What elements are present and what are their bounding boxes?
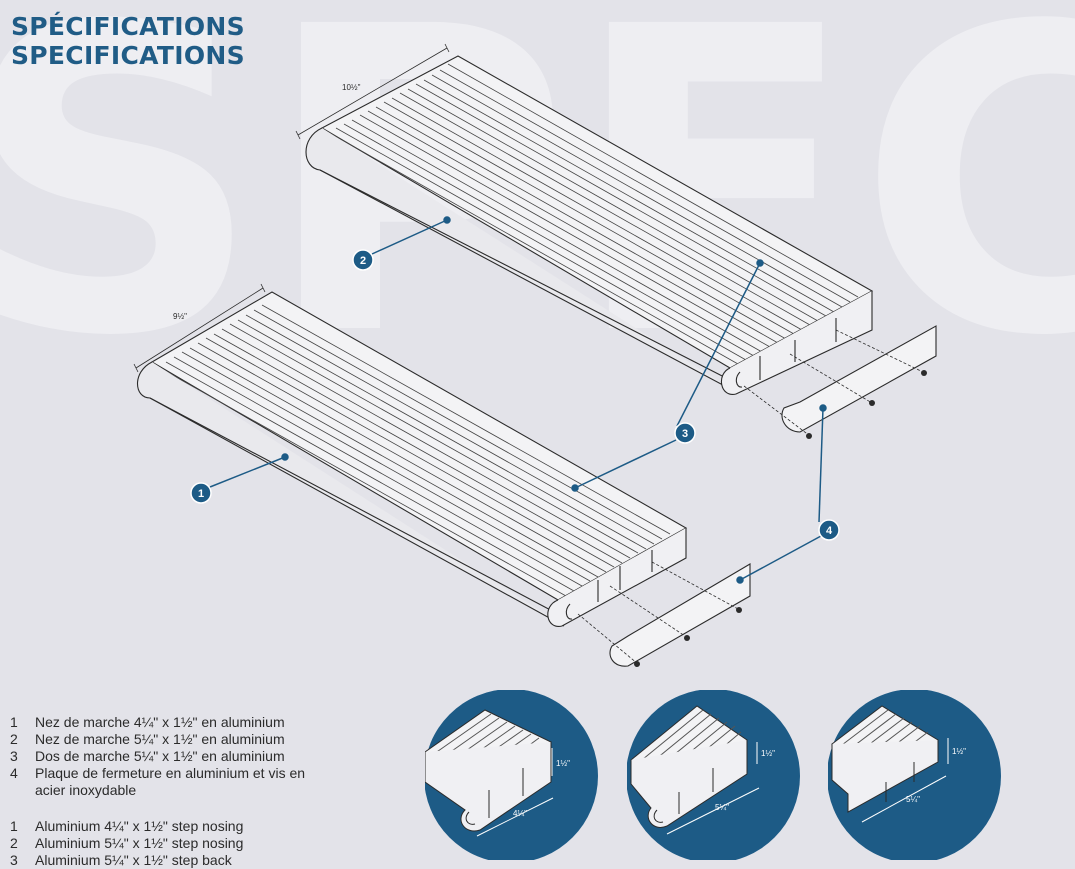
callout-leaders: [209, 216, 827, 584]
profile-height-label: 1½": [952, 747, 966, 756]
upper-step: [305, 55, 874, 395]
profile-width-label: 5¼": [906, 795, 920, 804]
profile-width-label: 5¼": [715, 803, 729, 812]
svg-text:4: 4: [826, 525, 833, 537]
upper-width-dimension: [295, 43, 450, 140]
callout-2: 2: [352, 249, 374, 271]
profile-detail-3: 1½" 5¼": [828, 690, 1001, 860]
page-title-english: SPECIFICATIONS: [11, 41, 245, 70]
profile-height-label: 1½": [761, 749, 775, 758]
svg-text:2: 2: [360, 255, 366, 267]
profile-detail-1: 1½" 4¼": [425, 690, 598, 860]
lower-width-label: 9½": [173, 312, 187, 321]
assembly-guides: [577, 329, 926, 665]
screw-icon: [634, 661, 640, 667]
profile-height-label: 1½": [556, 759, 570, 768]
profile-detail-2: 1½" 5¼": [627, 690, 800, 860]
callout-markers: 1 2 3 4: [190, 249, 840, 541]
lower-step: [137, 291, 688, 627]
screw-icon: [736, 607, 742, 613]
upper-width-label: 10½": [342, 83, 361, 92]
screw-icon: [869, 400, 875, 406]
svg-text:3: 3: [682, 428, 688, 440]
callout-1: 1: [190, 482, 212, 504]
screws: [634, 370, 927, 667]
callout-4: 4: [818, 519, 840, 541]
svg-text:1: 1: [198, 488, 204, 500]
callout-3: 3: [674, 422, 696, 444]
screw-icon: [921, 370, 927, 376]
page-title-french: SPÉCIFICATIONS: [11, 12, 245, 41]
screw-icon: [684, 635, 690, 641]
lower-width-dimension: [133, 283, 266, 373]
screw-icon: [806, 433, 812, 439]
exploded-step-diagram: 10½" 9½": [133, 43, 937, 667]
profile-width-label: 4¼": [513, 809, 527, 818]
lower-step-grooves: [157, 304, 671, 597]
